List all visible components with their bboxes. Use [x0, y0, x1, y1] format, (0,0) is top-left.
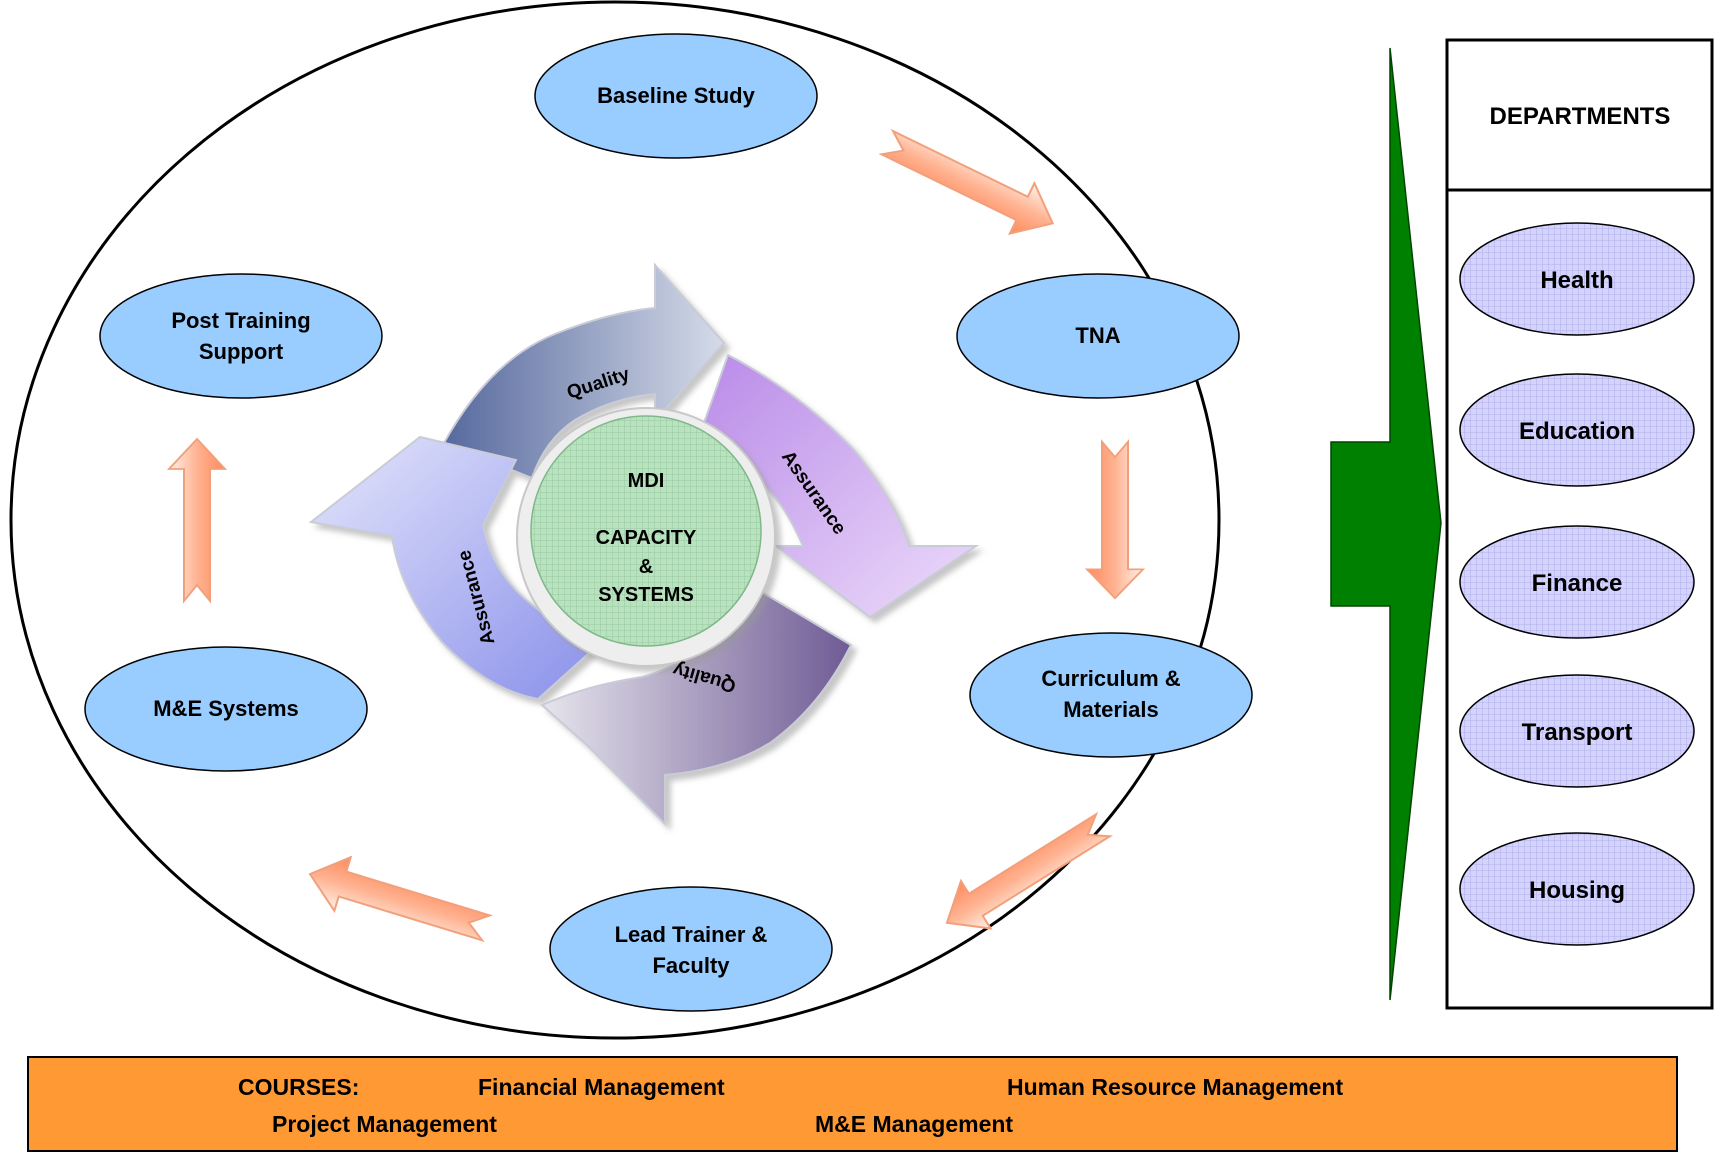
quality-assurance-ring [308, 262, 980, 827]
courses-label: COURSES: [238, 1074, 359, 1100]
center-line-1: MDI [628, 470, 665, 492]
dept-housing: Housing [1459, 832, 1695, 946]
step-tna-label: TNA [1075, 323, 1120, 348]
dept-finance-label: Finance [1532, 570, 1623, 597]
dept-transport-label: Transport [1522, 719, 1633, 746]
departments-panel: DEPARTMENTS Health Education Finance Tra… [1445, 38, 1714, 1010]
course-me-management: M&E Management [815, 1111, 1013, 1137]
green-output-arrow [1330, 47, 1442, 1001]
dept-health-label: Health [1540, 267, 1613, 294]
center-mdi-circle: MDI CAPACITY & SYSTEMS [516, 407, 776, 667]
departments-title: DEPARTMENTS [1490, 103, 1671, 130]
course-project-management: Project Management [272, 1111, 497, 1137]
step-lead-trainer-faculty: Lead Trainer & Faculty [549, 886, 833, 1012]
step-me-label: M&E Systems [153, 696, 299, 721]
step-tna: TNA [956, 273, 1240, 399]
dept-health: Health [1459, 222, 1695, 336]
step-curriculum-label-1: Curriculum & [1041, 666, 1180, 691]
center-line-3: & [639, 556, 653, 578]
dept-education: Education [1459, 373, 1695, 487]
course-human-resource-management: Human Resource Management [1007, 1074, 1343, 1100]
step-post-label-2: Support [199, 339, 284, 364]
step-me-systems: M&E Systems [84, 646, 368, 772]
step-trainer-label-1: Lead Trainer & [615, 922, 768, 947]
step-trainer-label-2: Faculty [652, 953, 730, 978]
step-baseline-study: Baseline Study [534, 33, 818, 159]
step-post-training-support: Post Training Support [99, 273, 383, 399]
courses-bar: COURSES: Financial Management Human Reso… [27, 1056, 1678, 1152]
dept-housing-label: Housing [1529, 877, 1625, 904]
step-curriculum-materials: Curriculum & Materials [969, 632, 1253, 758]
ring-arrow-top [442, 262, 726, 480]
step-baseline-label: Baseline Study [597, 83, 755, 108]
step-curriculum-label-2: Materials [1063, 697, 1158, 722]
dept-transport: Transport [1459, 674, 1695, 788]
center-line-2: CAPACITY [596, 527, 697, 549]
course-financial-management: Financial Management [478, 1074, 725, 1100]
dept-finance: Finance [1459, 525, 1695, 639]
step-post-label-1: Post Training [171, 308, 310, 333]
dept-education-label: Education [1519, 418, 1635, 445]
center-line-4: SYSTEMS [598, 584, 694, 606]
